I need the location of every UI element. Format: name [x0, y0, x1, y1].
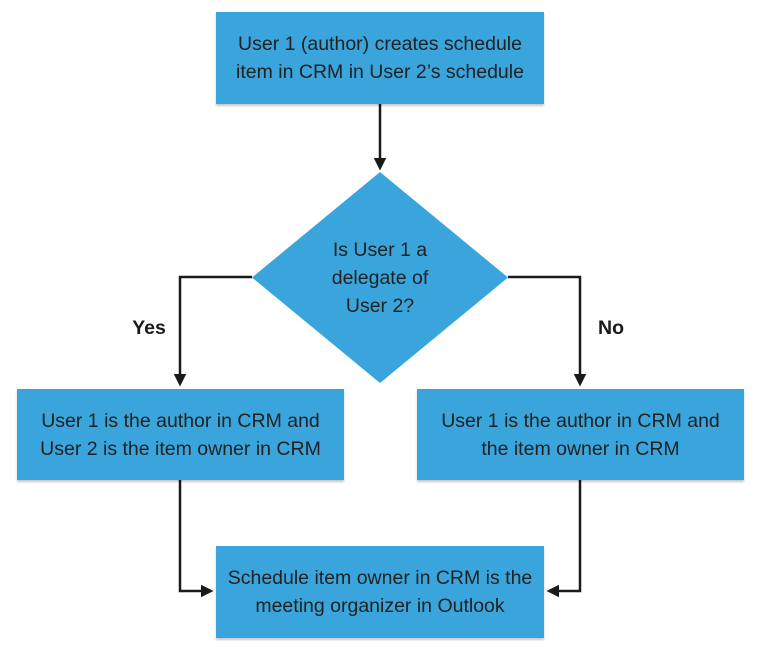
flowchart-node-decision: Is User 1 a delegate of User 2? [252, 172, 508, 383]
node-no-result-text: User 1 is the author in CRM and the item… [441, 409, 720, 460]
flowchart-node-no-result: User 1 is the author in CRM and the item… [417, 389, 744, 480]
edge-label-no: No [598, 317, 624, 339]
connector-no-result-to-end [546, 480, 582, 598]
node-end-text: Schedule item owner in CRM is the meetin… [227, 567, 533, 617]
node-yes-result-text: User 1 is the author in CRM and User 2 i… [40, 409, 321, 460]
connector-decision-to-yes-result [173, 275, 252, 387]
edge-label-yes: Yes [132, 317, 166, 339]
connector-decision-to-no-result [508, 275, 587, 387]
flowchart-node-end: Schedule item owner in CRM is the meetin… [216, 546, 544, 638]
flowchart-node-start: User 1 (author) creates schedule item in… [216, 12, 544, 104]
node-start-text: User 1 (author) creates schedule item in… [236, 33, 524, 83]
flowchart-node-yes-result: User 1 is the author in CRM and User 2 i… [17, 389, 344, 480]
node-decision-text: Is User 1 a delegate of User 2? [331, 238, 429, 317]
connector-yes-result-to-end [178, 480, 214, 598]
